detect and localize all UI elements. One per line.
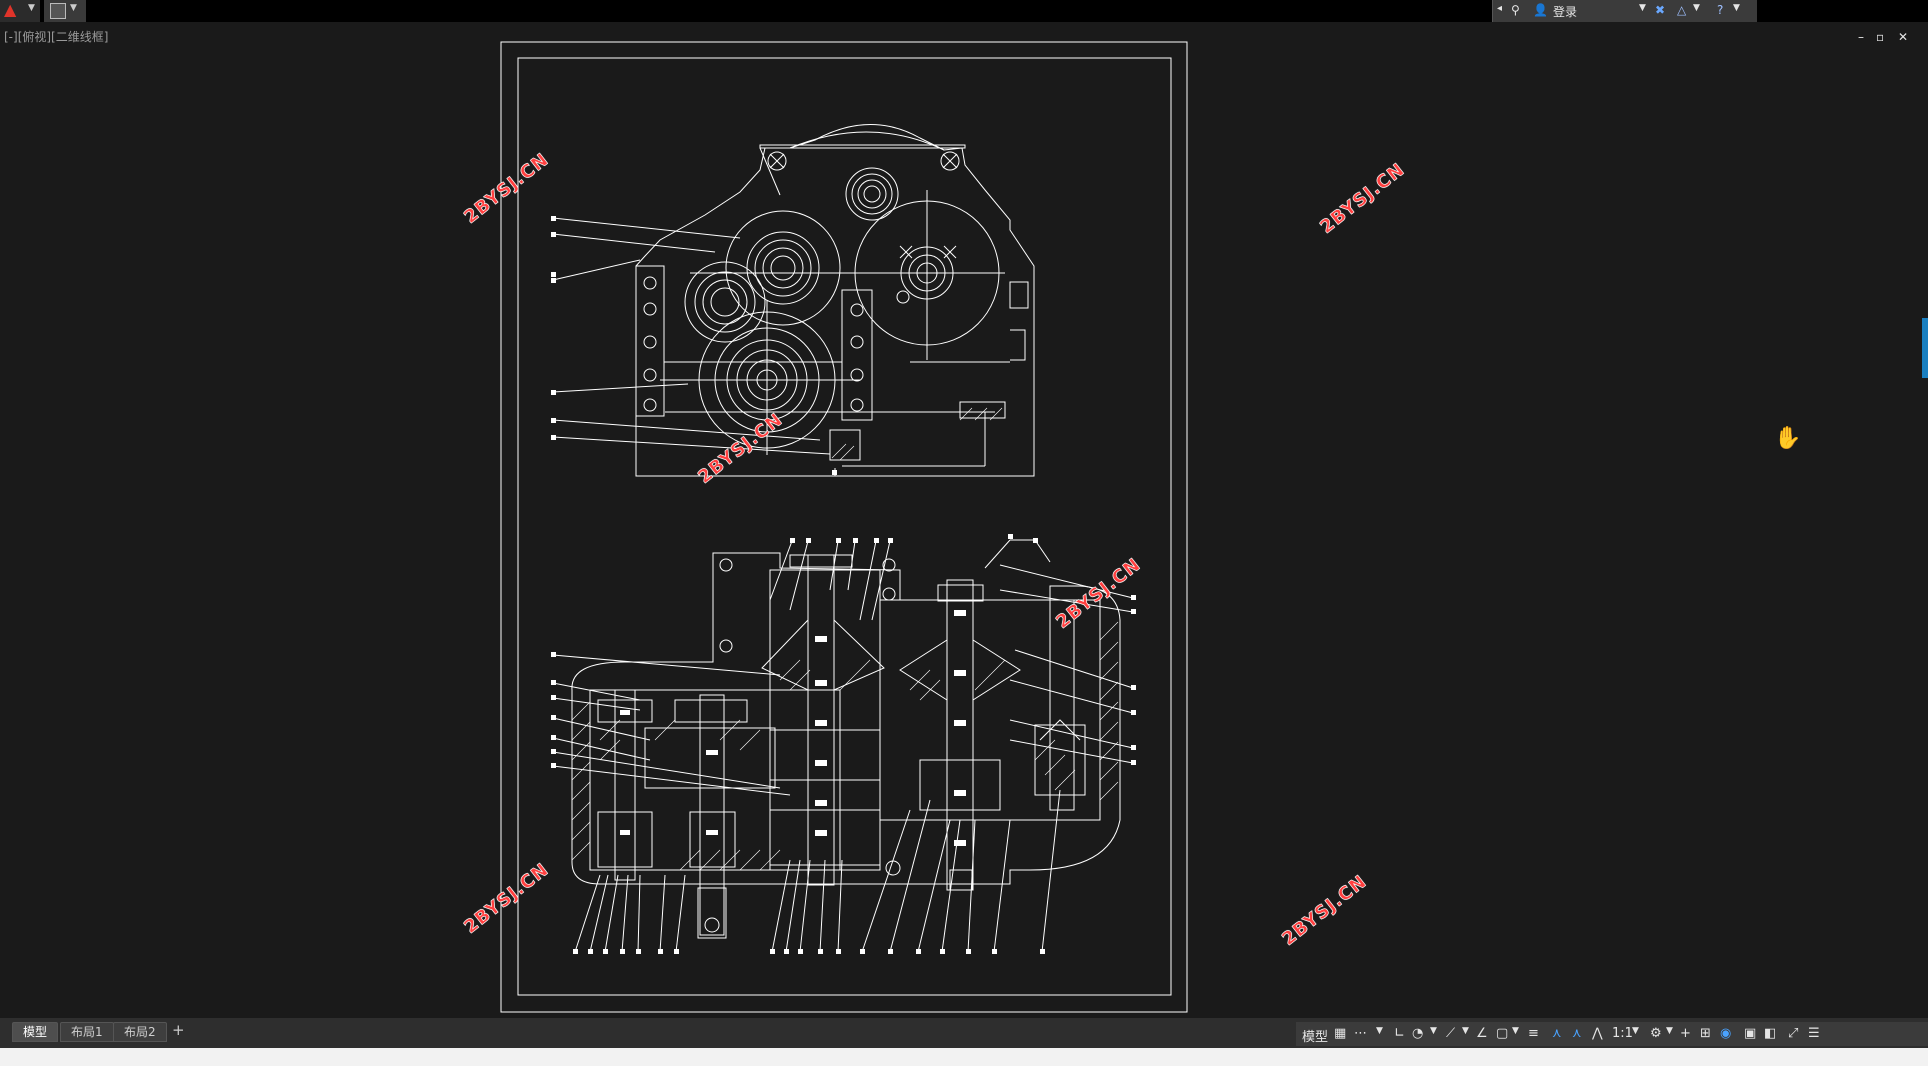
command-line-strip[interactable]	[0, 1048, 1928, 1066]
lineweight-icon[interactable]: ≡	[1528, 1026, 1539, 1041]
close-icon[interactable]: ✕	[1898, 30, 1909, 44]
chevron-down-icon[interactable]: ▼	[1430, 1026, 1437, 1036]
gear-icon[interactable]: ⚙	[1650, 1026, 1662, 1041]
chevron-down-icon[interactable]: ▼	[1733, 3, 1740, 13]
tab-layout2[interactable]: 布局2	[113, 1022, 167, 1042]
plus-icon[interactable]: +	[1680, 1026, 1691, 1041]
polar-icon[interactable]: ◔	[1412, 1026, 1424, 1041]
viewport-label[interactable]: [-][俯视][二维线框]	[4, 30, 109, 44]
minimize-icon[interactable]: –	[1858, 30, 1864, 44]
ortho-icon[interactable]: ∟	[1394, 1026, 1405, 1041]
snap-icon[interactable]: ⋯	[1354, 1026, 1367, 1041]
autocad-logo-icon: ▲	[4, 0, 17, 19]
model-space-button[interactable]: 模型	[1302, 1030, 1329, 1045]
fullscreen-icon[interactable]: ⤢	[1788, 1026, 1799, 1041]
login-link[interactable]: 登录	[1553, 5, 1578, 19]
annotation-scale-icon[interactable]: ⋀	[1592, 1026, 1603, 1041]
customization-menu-icon[interactable]: ☰	[1808, 1026, 1820, 1041]
arrow-left-icon[interactable]: ◂	[1497, 3, 1503, 14]
restore-icon[interactable]: ▫	[1876, 30, 1885, 44]
binoculars-icon[interactable]: ⚲	[1511, 3, 1520, 17]
grid-icon[interactable]: ▦	[1334, 1026, 1347, 1041]
quick-properties-icon[interactable]: ⊞	[1700, 1026, 1711, 1041]
pan-hand-cursor-icon: ✋	[1774, 426, 1802, 451]
clean-screen-icon[interactable]: ◧	[1764, 1026, 1777, 1041]
chevron-down-icon[interactable]: ▼	[1666, 1026, 1673, 1036]
title-bar: ▲ ▼ ▼ ◂ ⚲ 👤 登录 ▼ ✖ △ ▼ ? ▼	[0, 0, 1928, 22]
annotation-visibility-icon[interactable]: ⋏	[1552, 1026, 1562, 1041]
tab-model[interactable]: 模型	[12, 1022, 59, 1042]
status-bar: 模型 ▦ ⋯ ▼ ∟ ◔ ▼ ⟋ ▼ ∠ ▢ ▼ ≡ ⋏ ⋏ ⋀ 1:1 ▼ ⚙…	[1296, 1022, 1928, 1046]
chevron-down-icon[interactable]: ▼	[1632, 1026, 1639, 1036]
infocenter-toolbar: ◂ ⚲ 👤 登录 ▼ ✖ △ ▼ ? ▼	[1492, 0, 1757, 22]
bottom-view	[552, 539, 1134, 953]
osnap-tracking-icon[interactable]: ∠	[1476, 1026, 1488, 1041]
chevron-down-icon[interactable]: ▼	[1693, 3, 1700, 13]
chevron-down-icon: ▼	[70, 3, 77, 13]
isolate-objects-icon[interactable]: ◉	[1720, 1026, 1732, 1041]
help-icon[interactable]: ?	[1717, 3, 1724, 17]
chevron-down-icon[interactable]: ▼	[1512, 1026, 1519, 1036]
drawing-canvas[interactable]	[0, 22, 1928, 1018]
top-view	[552, 124, 1035, 477]
exchange-icon[interactable]: ✖	[1655, 3, 1666, 17]
chevron-down-icon: ▼	[28, 3, 35, 13]
object-snap-icon[interactable]: ▢	[1496, 1026, 1509, 1041]
chevron-down-icon[interactable]: ▼	[1376, 1026, 1383, 1036]
application-menu-button[interactable]: ▲ ▼	[0, 0, 40, 22]
tab-layout1[interactable]: 布局1	[60, 1022, 114, 1042]
scale-value[interactable]: 1:1	[1612, 1026, 1633, 1041]
autodesk-icon[interactable]: △	[1677, 3, 1687, 17]
chevron-down-icon[interactable]: ▼	[1462, 1026, 1469, 1036]
quick-access-toolbar[interactable]: ▼	[44, 0, 86, 22]
add-layout-button[interactable]: +	[172, 1021, 185, 1039]
chevron-down-icon[interactable]: ▼	[1639, 3, 1646, 13]
autoscale-icon[interactable]: ⋏	[1572, 1026, 1582, 1041]
workspace-icon	[50, 3, 66, 19]
hardware-acceleration-icon[interactable]: ▣	[1744, 1026, 1757, 1041]
viewcube-edge[interactable]	[1922, 318, 1928, 378]
user-icon: 👤	[1533, 3, 1548, 17]
isodraft-icon[interactable]: ⟋	[1446, 1026, 1456, 1041]
